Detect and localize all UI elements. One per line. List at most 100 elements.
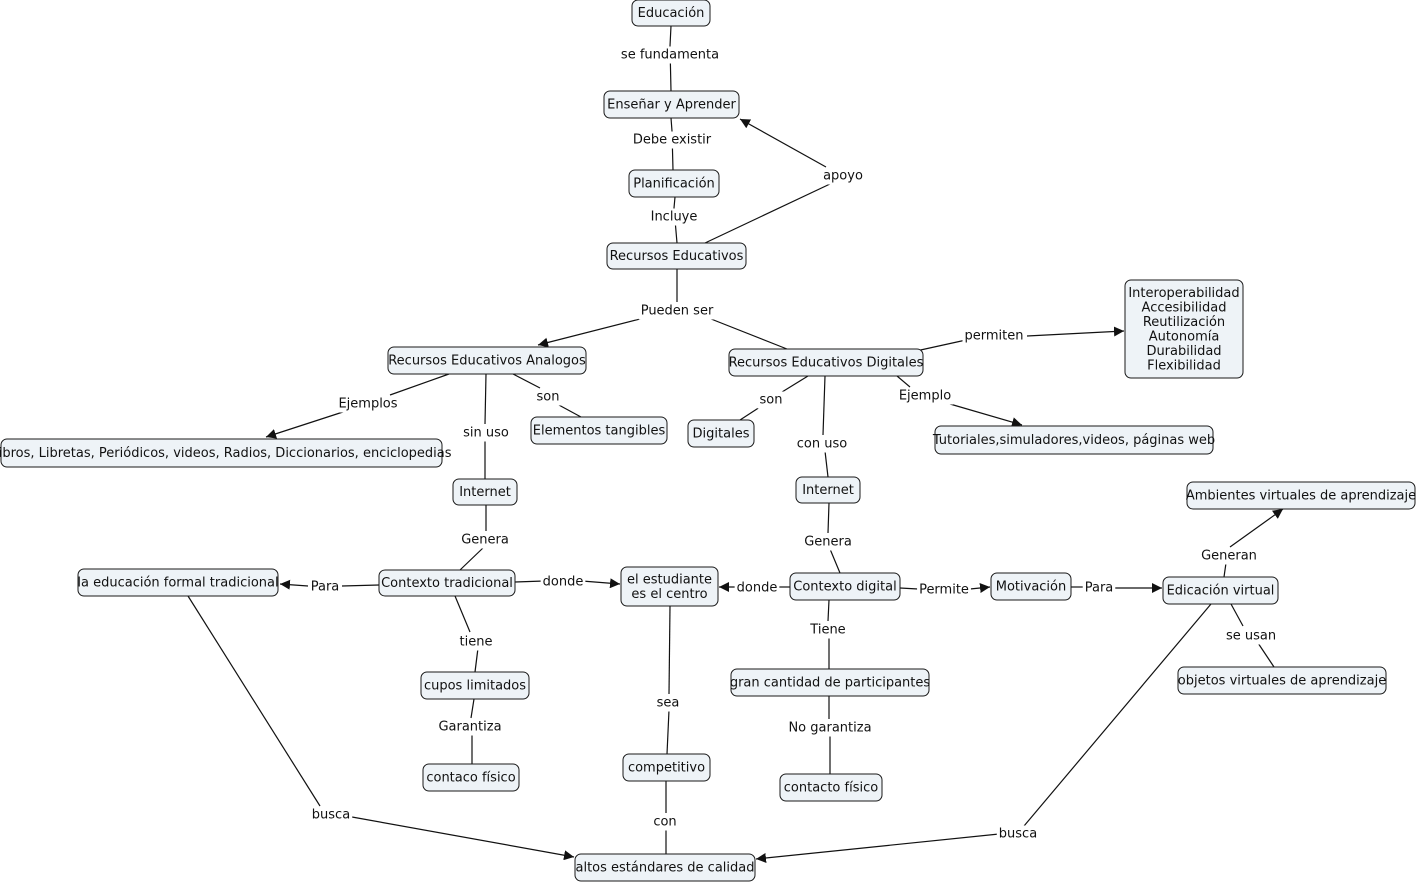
link-label-background [1082,579,1116,597]
concept-node-text: Contexto tradicional [381,576,513,591]
concept-node-box [1177,666,1387,695]
concept-node-contaco[interactable]: contaco físico [422,763,520,792]
connector-line [673,196,678,244]
connector-line [512,373,541,389]
concept-node-text: Educación [638,6,705,21]
link-label-background [821,167,865,185]
concept-node-propiedades[interactable]: InteroperabilidadAccesibilidadReutilizac… [1124,279,1244,379]
connector-arrow [1229,508,1284,548]
link-label-tiene1: tiene [457,633,495,651]
concept-node-gran[interactable]: gran cantidad de participantes [730,668,931,697]
concept-node-text: Contexto digital [793,580,896,595]
concept-node-educacion[interactable]: Educación [631,0,711,27]
concept-node-tutoriales[interactable]: Tutoriales,simuladores,videos, páginas w… [932,425,1215,455]
link-label-background [1199,547,1259,565]
link-label-pueden: Pueden ser [638,302,716,320]
concept-node-contacto[interactable]: contacto físico [779,773,883,802]
connector-line [1223,562,1227,578]
link-label-background [962,327,1026,345]
concept-node-text: Tutoriales,simuladores,videos, páginas w… [932,433,1215,448]
link-label-background [308,578,342,596]
concept-node-box [1124,279,1244,379]
link-label-para1: Para [308,578,342,596]
link-label-background [309,806,353,824]
concept-node-ensenar[interactable]: Enseñar y Aprender [603,90,740,119]
concept-node-ctx-trad[interactable]: Contexto tradicional [378,569,516,597]
concept-node-box [0,438,443,468]
connector-arrow [351,816,575,861]
connector-arrow [581,578,621,589]
link-label-genera2: Genera [802,533,854,551]
connector-arrow [969,583,991,593]
concept-node-formal[interactable]: la educación formal tradicional [77,568,279,597]
link-label-background [794,435,850,453]
connector-line [827,502,830,534]
concept-node-text: objetos virtuales de aprendizaje [1178,674,1386,689]
concept-node-text: Digitales [693,427,750,442]
connector-line [556,403,582,418]
connector-line [739,406,761,421]
connector-arrow [279,579,309,590]
concept-node-analogos[interactable]: Recursos Educativos Analogos [387,346,587,375]
link-label-text: permiten [965,329,1024,344]
concept-node-text: competitivo [628,761,705,776]
link-label-background [648,208,700,226]
connector-line [474,647,479,673]
connector-line [514,580,545,583]
link-label-background [540,573,586,591]
connector-line [670,117,674,171]
concept-node-competitivo[interactable]: competitivo [622,753,711,782]
concept-node-altos[interactable]: altos estándares de calidad [574,853,756,882]
concept-node-text: Internet [459,485,511,500]
link-label-text: Genera [461,533,509,548]
concept-node-box [631,0,711,27]
concept-node-text: Reutilización [1143,315,1225,330]
concept-node-box [574,853,756,882]
concept-node-tangibles[interactable]: Elementos tangibles [530,416,668,445]
concept-node-box [387,346,587,375]
link-label-ejemplos: Ejemplos [336,395,400,413]
connector-arrow [755,833,1000,863]
concept-node-text: Recursos Educativos [610,249,744,264]
concept-node-box [990,572,1072,601]
concept-node-box [77,568,279,597]
concept-node-box [530,416,668,445]
concept-node-planificacion[interactable]: Planificación [628,169,720,198]
link-label-background [651,813,679,831]
concept-node-internet1[interactable]: Internet [452,478,518,506]
concept-node-internet2[interactable]: Internet [795,476,861,504]
connector-line [896,375,911,388]
concept-node-ctx-dig[interactable]: Contexto digital [789,572,901,601]
concept-node-recursos[interactable]: Recursos Educativos [606,242,747,270]
concept-node-box [628,169,720,198]
connector-line [459,546,485,571]
concept-node-text: Edicación virtual [1167,584,1275,599]
concept-node-text: Motivación [996,580,1067,595]
link-label-sinuso: sin uso [461,424,511,442]
concept-node-box [934,425,1214,455]
concept-node-virtual[interactable]: Edicación virtual [1162,576,1279,605]
concept-node-digitales[interactable]: Digitales [687,419,755,448]
link-label-background [630,131,714,149]
concept-node-text: Libros, Libretas, Periódicos, videos, Ra… [0,446,452,461]
link-label-text: Garantiza [438,720,501,735]
concept-node-text: Autonomía [1149,329,1220,344]
link-label-background [896,387,954,405]
concept-node-libros[interactable]: Libros, Libretas, Periódicos, videos, Ra… [0,438,452,468]
link-label-text: son [760,393,783,408]
concept-node-text: Accesibilidad [1142,300,1227,315]
connector-line [915,339,967,352]
link-label-background [654,694,682,712]
connector-line [822,375,826,436]
concept-node-ambientes[interactable]: Ambientes virtuales de aprendizaje [1186,481,1416,510]
link-label-text: donde [737,581,778,596]
concept-node-text: Durabilidad [1146,344,1221,359]
concept-node-digitales-rec[interactable]: Recursos Educativos Digitales [728,348,924,377]
link-label-text: Incluye [651,210,698,225]
concept-node-motivacion[interactable]: Motivación [990,572,1072,601]
concept-node-text: Recursos Educativos Digitales [729,356,924,371]
concept-node-cupos[interactable]: cupos limitados [420,671,530,700]
concept-node-objetos[interactable]: objetos virtuales de aprendizaje [1177,666,1387,695]
link-label-generan: Generan [1199,547,1259,565]
